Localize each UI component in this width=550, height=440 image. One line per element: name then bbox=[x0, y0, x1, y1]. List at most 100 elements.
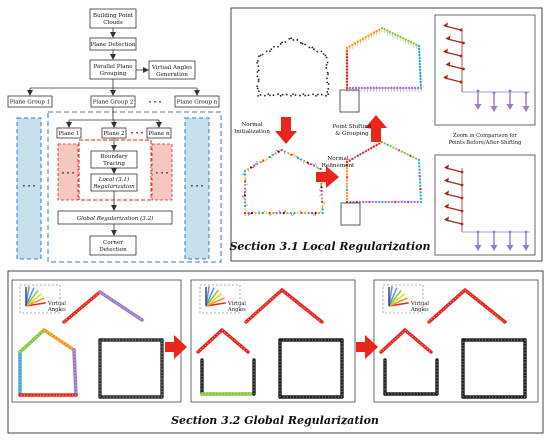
normal-stroke bbox=[243, 191, 246, 195]
normal-stroke bbox=[322, 204, 326, 206]
normal-stroke bbox=[294, 153, 296, 157]
refined-point bbox=[345, 173, 349, 176]
refined-point bbox=[345, 188, 349, 191]
edge-dots bbox=[63, 291, 101, 323]
raw-point bbox=[259, 54, 262, 57]
flowchart: • • • • • • • • • • • • Building Point C… bbox=[7, 8, 222, 263]
global-reg-label: Global Regularization (3.2) bbox=[77, 215, 154, 222]
refined-point bbox=[345, 160, 349, 164]
corner-line2: Detection bbox=[99, 247, 127, 253]
virtual-angle-line bbox=[205, 289, 219, 307]
raw-point bbox=[256, 71, 259, 73]
raw-point bbox=[324, 54, 327, 57]
refined-point bbox=[345, 170, 349, 173]
normal-arrowhead bbox=[443, 74, 448, 80]
raw-point bbox=[256, 60, 259, 62]
raw-point bbox=[296, 39, 299, 41]
refined-point bbox=[345, 163, 349, 167]
normal-point bbox=[320, 197, 324, 200]
normal-arrow bbox=[445, 193, 463, 199]
refined-point bbox=[365, 200, 368, 204]
normal-stroke bbox=[266, 212, 270, 215]
refined-point bbox=[361, 200, 365, 204]
virtual-angles-label-1: Virtual bbox=[227, 301, 246, 307]
virtual-angles-box bbox=[199, 284, 241, 314]
refined-point bbox=[416, 200, 419, 204]
raw-point bbox=[327, 83, 330, 86]
corner-line1: Corner bbox=[103, 240, 123, 246]
refined-point bbox=[386, 143, 389, 146]
refined-point bbox=[351, 157, 354, 161]
process-frame bbox=[47, 111, 222, 263]
refined-point bbox=[406, 153, 409, 156]
refined-point bbox=[368, 200, 371, 204]
normal-stroke bbox=[242, 195, 246, 197]
virtual-angle-line bbox=[205, 293, 223, 307]
refined-point bbox=[417, 162, 421, 165]
normal-init-line1: Normal bbox=[241, 122, 263, 128]
normal-init-line2: Initialization bbox=[234, 129, 270, 135]
regularized-edge bbox=[244, 288, 284, 324]
normal-arrowhead bbox=[444, 177, 449, 183]
normal-arrowhead bbox=[506, 245, 514, 251]
global-arrow-2 bbox=[356, 335, 378, 359]
normal-arrowhead bbox=[443, 22, 448, 28]
virtual-angles-box bbox=[382, 284, 424, 314]
normal-refine-line1: Normal bbox=[327, 156, 349, 162]
refined-point bbox=[372, 145, 376, 148]
raw-point bbox=[314, 94, 317, 97]
normal-arrow bbox=[444, 51, 462, 57]
refined-point bbox=[418, 181, 422, 184]
normal-stroke bbox=[247, 169, 250, 173]
refined-point bbox=[417, 158, 421, 162]
dots-planen: • • • bbox=[155, 171, 168, 177]
refined-point bbox=[359, 153, 362, 156]
refined-point bbox=[395, 147, 398, 151]
refined-point bbox=[419, 191, 422, 194]
normal-arrowhead bbox=[506, 104, 514, 110]
virtual-angles-line2: Generation bbox=[156, 72, 188, 78]
edge-dots bbox=[281, 289, 323, 323]
planen-label: Plane n bbox=[148, 131, 170, 137]
virtual-angles-line1: Virtual Angles bbox=[151, 65, 192, 71]
zoom-after-frame bbox=[434, 154, 536, 256]
arrow-point bbox=[508, 89, 512, 93]
arrow-point bbox=[462, 41, 465, 45]
raw-point bbox=[277, 45, 279, 48]
dots-right: • • • bbox=[190, 184, 203, 190]
raw-point bbox=[327, 93, 330, 96]
normal-stroke bbox=[279, 210, 281, 214]
refine-arrow bbox=[316, 166, 339, 188]
normal-stroke bbox=[316, 212, 320, 215]
raw-point bbox=[261, 53, 264, 56]
raw-point bbox=[325, 64, 328, 66]
global-arrow-1 bbox=[165, 335, 187, 359]
refined-point bbox=[383, 142, 387, 145]
normal-stroke bbox=[322, 201, 325, 204]
grouping-line2: Grouping bbox=[100, 71, 127, 77]
refined-point bbox=[412, 156, 415, 159]
virtual-angles-label-1: Virtual bbox=[47, 301, 66, 307]
refined-point bbox=[361, 151, 365, 154]
normal-arrow bbox=[445, 206, 463, 212]
raw-point bbox=[268, 50, 271, 53]
refined-point bbox=[418, 174, 421, 178]
raw-point bbox=[288, 37, 291, 40]
normal-stroke bbox=[249, 212, 253, 215]
refined-point bbox=[345, 191, 349, 194]
normal-stroke bbox=[320, 210, 323, 214]
normal-stroke bbox=[304, 210, 307, 214]
normal-stroke bbox=[243, 175, 246, 179]
raw-point bbox=[256, 75, 259, 78]
virtual-angle-line bbox=[205, 302, 226, 307]
refined-point bbox=[345, 176, 349, 179]
regularized-edge bbox=[220, 328, 250, 354]
raw-point bbox=[256, 87, 259, 90]
normal-stroke bbox=[290, 212, 293, 216]
normal-stroke bbox=[318, 189, 322, 192]
normal-refine-line2: Refinement bbox=[322, 163, 355, 169]
normal-stroke bbox=[307, 162, 310, 166]
raw-point bbox=[257, 95, 259, 97]
refined-point bbox=[418, 168, 421, 171]
normal-stroke bbox=[283, 210, 286, 214]
